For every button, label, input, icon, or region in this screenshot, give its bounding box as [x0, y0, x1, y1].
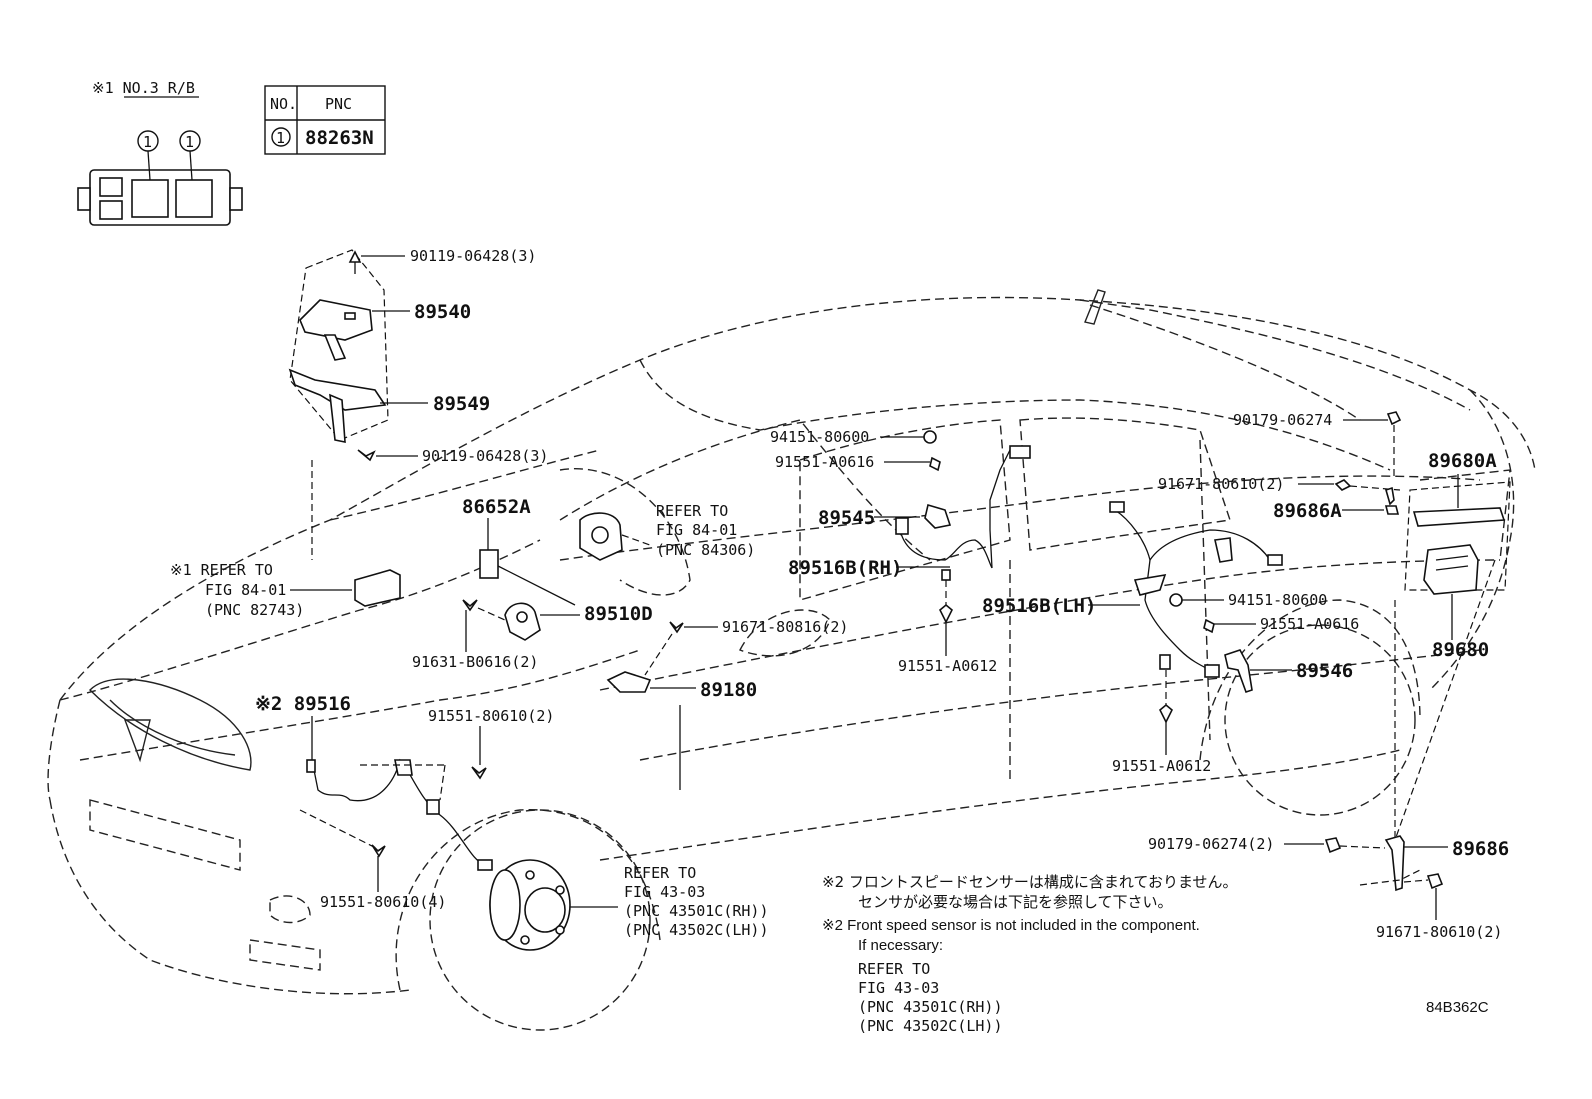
- note-refer-line4: (PNC 43502C(LH)): [858, 1017, 1003, 1035]
- label-89516b-lh: 89516B(LH): [982, 595, 1096, 617]
- footnote-block: ※2 フロントスピードセンサーは構成に含まれておりません。 センサが必要な場合は…: [822, 873, 1238, 1035]
- refer-82743-line1: ※1 REFER TO: [170, 561, 273, 579]
- pnc-table-row-pnc: 88263N: [305, 127, 374, 149]
- label-91631-b0616: 91631-B0616(2): [412, 653, 538, 671]
- relay-block-group: ※1 NO.3 R/B 1 1: [77, 79, 243, 226]
- refer-43-03-line2: FIG 43-03: [624, 883, 705, 901]
- label-89516-note2: ※2 89516: [255, 693, 351, 715]
- figure-code: 84B362C: [1426, 999, 1489, 1016]
- bracket-89686-icon: [1359, 835, 1421, 892]
- car-body-outline: [47, 289, 1536, 1031]
- label-90179-06274-low: 90179-06274(2): [1148, 835, 1274, 853]
- pnc-table-header-no: NO.: [270, 95, 297, 113]
- label-89549: 89549: [433, 393, 490, 415]
- note-en-line2: If necessary:: [858, 937, 943, 954]
- nut-90179-top-icon: [1386, 411, 1402, 426]
- note-refer-line1: REFER TO: [858, 960, 930, 978]
- computer-89680-icon: [1423, 544, 1479, 595]
- label-90119-06428-bottom: 90119-06428(3): [422, 447, 548, 465]
- label-94151-80600-top: 94151-80600: [770, 428, 869, 446]
- note-jp-line1: ※2 フロントスピードセンサーは構成に含まれておりません。: [822, 873, 1238, 891]
- bolt-91551-a0616-top-icon: [929, 456, 941, 472]
- label-91551-80610-4: 91551-80610(4): [320, 893, 446, 911]
- bolt-91631-icon: [462, 599, 478, 612]
- pnc-table: NO. PNC 1 88263N: [264, 85, 386, 155]
- bolt-91551-a0612-low-icon: [1159, 703, 1173, 724]
- label-89540: 89540: [414, 301, 471, 323]
- refer-82743-line2: FIG 84-01: [205, 581, 286, 599]
- relay-marker-right: 1: [185, 133, 194, 151]
- label-91671-80816: 91671-80816(2): [722, 618, 848, 636]
- label-90179-06274-top: 90179-06274: [1233, 411, 1332, 429]
- label-91551-80610-2: 91551-80610(2): [428, 707, 554, 725]
- bolt-91671-80816-icon: [669, 621, 684, 634]
- label-89180: 89180: [700, 679, 757, 701]
- label-89516b-rh: 89516B(RH): [788, 557, 902, 579]
- note-refer-line2: FIG 43-03: [858, 979, 939, 997]
- bolt-91551-a0616-right-icon: [1203, 618, 1215, 634]
- label-94151-80600-right: 94151-80600: [1228, 591, 1327, 609]
- label-89546: 89546: [1296, 660, 1353, 682]
- refer-43-03-line4: (PNC 43502C(LH)): [624, 921, 769, 939]
- sensor-89510d-icon: [504, 602, 541, 641]
- clamp-94151-right-icon: [1169, 593, 1183, 607]
- label-89680a: 89680A: [1428, 450, 1497, 472]
- refer-43-03-line1: REFER TO: [624, 864, 696, 882]
- label-91551-a0616-top: 91551-A0616: [775, 453, 874, 471]
- label-91671-80610-low: 91671-80610(2): [1376, 923, 1502, 941]
- refer-43-03-line3: (PNC 43501C(RH)): [624, 902, 769, 920]
- front-hub-icon: [489, 859, 571, 951]
- label-89686a: 89686A: [1273, 500, 1342, 522]
- sensor-89546-icon: [1224, 649, 1253, 694]
- relay-82743-icon: [354, 569, 401, 607]
- label-89545: 89545: [818, 507, 875, 529]
- relay-block-header: ※1 NO.3 R/B: [92, 79, 195, 97]
- label-91671-80610-top: 91671-80610(2): [1158, 475, 1284, 493]
- pnc-table-header-pnc: PNC: [325, 95, 352, 113]
- spiral-cable-icon: [579, 512, 623, 561]
- relay-block-icon: [77, 169, 243, 226]
- refer-84306-line2: FIG 84-01: [656, 521, 737, 539]
- computer-89540-icon: [288, 249, 389, 462]
- bolt-91671-80610-top-icon: [1334, 479, 1352, 491]
- bolt-91551-80610-4-icon: [371, 844, 386, 858]
- rear-wire-lh-icon: [1109, 501, 1283, 678]
- note-jp-line2: センサが必要な場合は下記を参照して下さい。: [858, 893, 1173, 911]
- label-91551-a0612-low: 91551-A0612: [1112, 757, 1211, 775]
- refer-84306-line1: REFER TO: [656, 502, 728, 520]
- label-89680: 89680: [1432, 639, 1489, 661]
- clip-86652a-icon: [479, 549, 499, 579]
- label-91551-a0612-mid: 91551-A0612: [898, 657, 997, 675]
- label-89510d: 89510D: [584, 603, 653, 625]
- bolt-91551-a0612-mid-icon: [939, 603, 953, 624]
- label-90119-06428-top: 90119-06428(3): [410, 247, 536, 265]
- label-91551-a0616-right: 91551-A0616: [1260, 615, 1359, 633]
- refer-84306-line3: (PNC 84306): [656, 541, 755, 559]
- bolt-91671-80610-low-icon: [1426, 873, 1444, 890]
- clamp-94151-top-icon: [923, 430, 937, 444]
- bolt-91551-80610-2-icon: [471, 766, 487, 780]
- bracket-89686a-icon: [1384, 505, 1400, 515]
- label-89686: 89686: [1452, 838, 1509, 860]
- front-speed-sensor-wire-icon: [306, 758, 493, 871]
- refer-82743-line3: (PNC 82743): [205, 601, 304, 619]
- sensor-89180-icon: [606, 671, 652, 693]
- relay-marker-left: 1: [143, 133, 152, 151]
- cover-89680a-icon: [1412, 507, 1506, 527]
- label-86652a: 86652A: [462, 496, 531, 518]
- rear-wire-rh-icon: [895, 445, 1031, 569]
- refer-82743-block: ※1 REFER TO FIG 84-01 (PNC 82743): [170, 561, 304, 619]
- nut-90179-low-icon: [1324, 837, 1342, 854]
- note-en-line1: ※2 Front speed sensor is not included in…: [822, 917, 1200, 934]
- pnc-table-row-no: 1: [276, 129, 285, 147]
- note-refer-line3: (PNC 43501C(RH)): [858, 998, 1003, 1016]
